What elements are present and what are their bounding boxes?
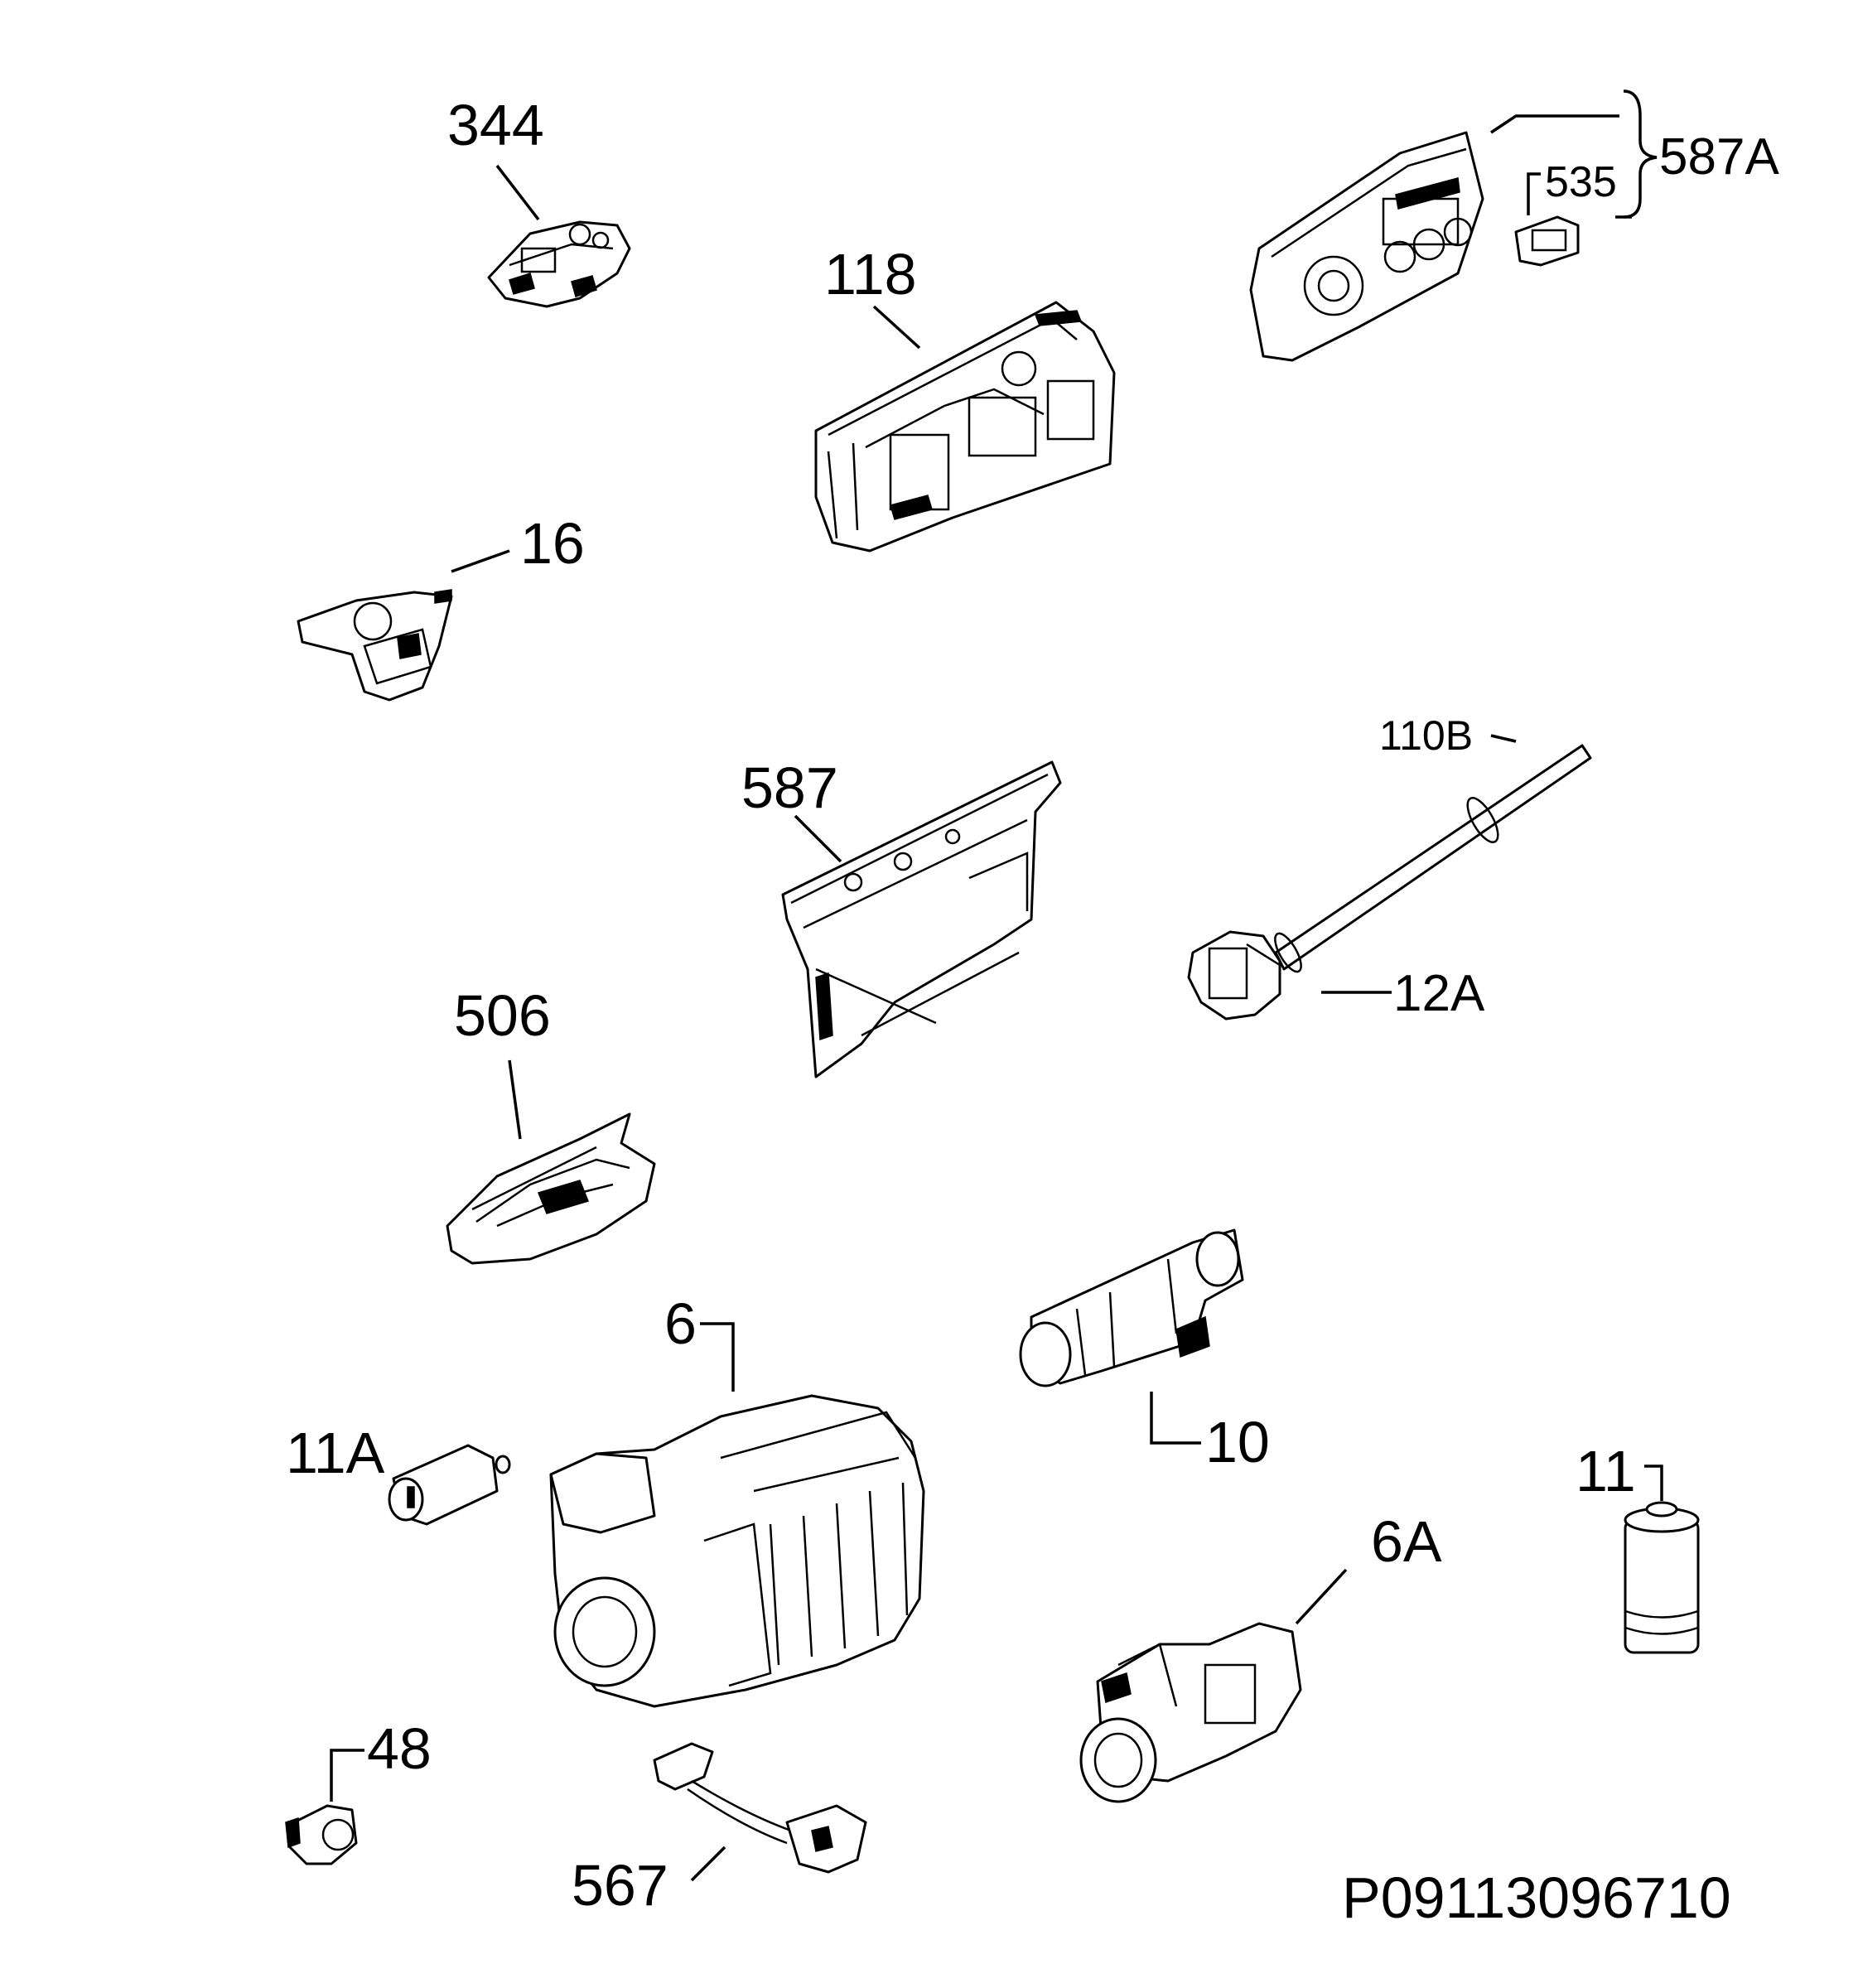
part-535-connector bbox=[1514, 215, 1580, 267]
label-48: 48 bbox=[367, 1716, 432, 1781]
label-587: 587 bbox=[741, 755, 838, 820]
label-118: 118 bbox=[824, 242, 917, 306]
label-344: 344 bbox=[447, 93, 544, 157]
part-344-switch bbox=[487, 220, 631, 308]
part-11-capacitor-cylinder bbox=[1624, 1501, 1700, 1654]
label-11: 11 bbox=[1576, 1439, 1636, 1503]
label-110B: 110B bbox=[1379, 712, 1473, 759]
part-506-cover bbox=[446, 1112, 656, 1265]
part-567-harness bbox=[653, 1742, 867, 1874]
label-587A: 587A bbox=[1659, 128, 1779, 186]
part-10-heater bbox=[1019, 1228, 1244, 1387]
part-587-frame bbox=[781, 760, 1062, 1078]
part-6-pump bbox=[549, 1394, 925, 1708]
label-535: 535 bbox=[1545, 158, 1617, 206]
label-506: 506 bbox=[454, 983, 551, 1048]
label-567: 567 bbox=[572, 1853, 668, 1918]
part-118-control-board bbox=[814, 301, 1116, 552]
part-6A-drain-pump bbox=[1079, 1622, 1302, 1803]
label-6: 6 bbox=[664, 1291, 697, 1356]
part-110B-cable bbox=[1274, 744, 1592, 973]
part-587A-electronic-module bbox=[1249, 131, 1484, 362]
part-48-plug bbox=[285, 1804, 358, 1865]
label-12A: 12A bbox=[1393, 965, 1485, 1022]
label-16: 16 bbox=[520, 511, 585, 576]
drawing-number: P09113096710 bbox=[1342, 1865, 1731, 1930]
label-6A: 6A bbox=[1371, 1509, 1442, 1574]
bracket-587A bbox=[1623, 89, 1658, 219]
part-12A-sensor bbox=[1187, 930, 1281, 1021]
part-11A-capacitor bbox=[388, 1444, 511, 1526]
label-10: 10 bbox=[1205, 1410, 1270, 1474]
label-11A: 11A bbox=[286, 1421, 385, 1485]
part-16-lock bbox=[297, 589, 453, 702]
